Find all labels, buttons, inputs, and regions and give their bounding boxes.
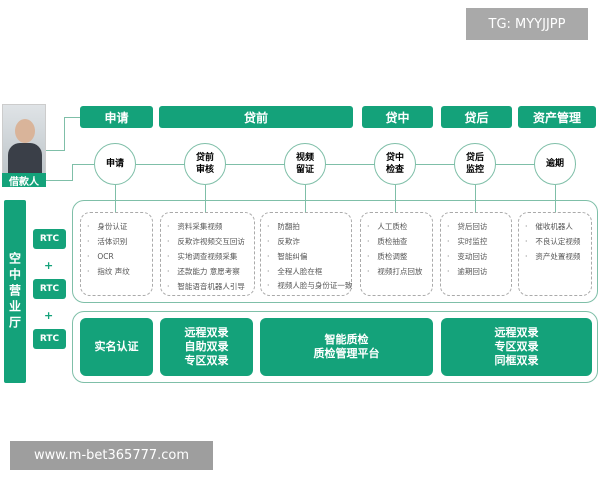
side-label: 空中营业厅 [4, 200, 26, 383]
step-apply: 申请 [94, 143, 136, 185]
solution-dual-record: 远程双录 自助双录 专区双录 [160, 318, 253, 376]
borrower-label: 借款人 [2, 173, 46, 188]
rtc-button-3: RTC [33, 329, 66, 349]
feature-item: 智能纠偏 [267, 249, 347, 264]
feature-item: 变动回访 [447, 249, 507, 264]
person-icon [15, 119, 35, 143]
feature-item: 质检调整 [367, 249, 428, 264]
plus-sign: + [44, 309, 54, 322]
feature-item: 反欺诈视频交互回访 [167, 234, 250, 249]
stage-asset-mgmt: 资产管理 [518, 106, 596, 128]
feature-item: 人工质检 [367, 219, 428, 234]
solutions-panel [72, 311, 598, 383]
feature-list-pre-loan: 资料采集视频反欺诈视频交互回访实地调查视频采集还款能力 意愿考察智能语音机器人引… [160, 212, 255, 296]
feature-item: 催收机器人 [525, 219, 587, 234]
feature-item: 实时监控 [447, 234, 507, 249]
feature-item: 防翻拍 [267, 219, 347, 234]
feature-item: 反欺诈 [267, 234, 347, 249]
feature-item: 质检抽查 [367, 234, 428, 249]
feature-item: 资料采集视频 [167, 219, 250, 234]
feature-item: 实地调查视频采集 [167, 249, 250, 264]
feature-item: 视频打点回放 [367, 264, 428, 279]
feature-list-in-loan: 人工质检质检抽查质检调整视频打点回放 [360, 212, 433, 296]
feature-item: 不良认定视频 [525, 234, 587, 249]
stage-in-loan: 贷中 [362, 106, 433, 128]
feature-list-video: 防翻拍反欺诈智能纠偏全程人脸在框视频人脸与身份证一致 [260, 212, 352, 296]
stage-post-loan: 贷后 [441, 106, 512, 128]
feature-list-post-loan: 贷后回访实时监控变动回访逾期回访 [440, 212, 512, 296]
step-pre-review: 贷前 审核 [184, 143, 226, 185]
solution-real-name: 实名认证 [80, 318, 153, 376]
stage-pre-loan: 贷前 [159, 106, 353, 128]
feature-list-apply: 身份认证活体识别OCR指纹 声纹 [80, 212, 153, 296]
plus-sign: + [44, 259, 54, 272]
feature-item: OCR [87, 249, 148, 264]
solution-remote-record: 远程双录 专区双录 同框双录 [441, 318, 592, 376]
feature-item: 指纹 声纹 [87, 264, 148, 279]
feature-item: 逾期回访 [447, 264, 507, 279]
feature-list-overdue: 催收机器人不良认定视频资产处置视频 [518, 212, 592, 296]
rtc-button-2: RTC [33, 279, 66, 299]
feature-item: 资产处置视频 [525, 249, 587, 264]
rtc-button-1: RTC [33, 229, 66, 249]
step-video-record: 视频 留证 [284, 143, 326, 185]
feature-item: 贷后回访 [447, 219, 507, 234]
watermark-top: TG: MYYJJPP [466, 8, 588, 40]
feature-item: 还款能力 意愿考察 [167, 264, 250, 279]
step-overdue: 逾期 [534, 143, 576, 185]
watermark-bottom: www.m-bet365777.com [10, 441, 213, 470]
solution-quality-check: 智能质检 质检管理平台 [260, 318, 433, 376]
feature-item: 活体识别 [87, 234, 148, 249]
stage-apply: 申请 [80, 106, 153, 128]
step-in-check: 贷中 检查 [374, 143, 416, 185]
borrower-photo [2, 104, 46, 186]
feature-item: 全程人脸在框 [267, 264, 347, 279]
feature-item: 智能语音机器人引导 [167, 279, 250, 294]
features-panel [72, 200, 598, 303]
step-post-monitor: 贷后 监控 [454, 143, 496, 185]
feature-item: 身份认证 [87, 219, 148, 234]
feature-item: 视频人脸与身份证一致 [267, 279, 357, 292]
